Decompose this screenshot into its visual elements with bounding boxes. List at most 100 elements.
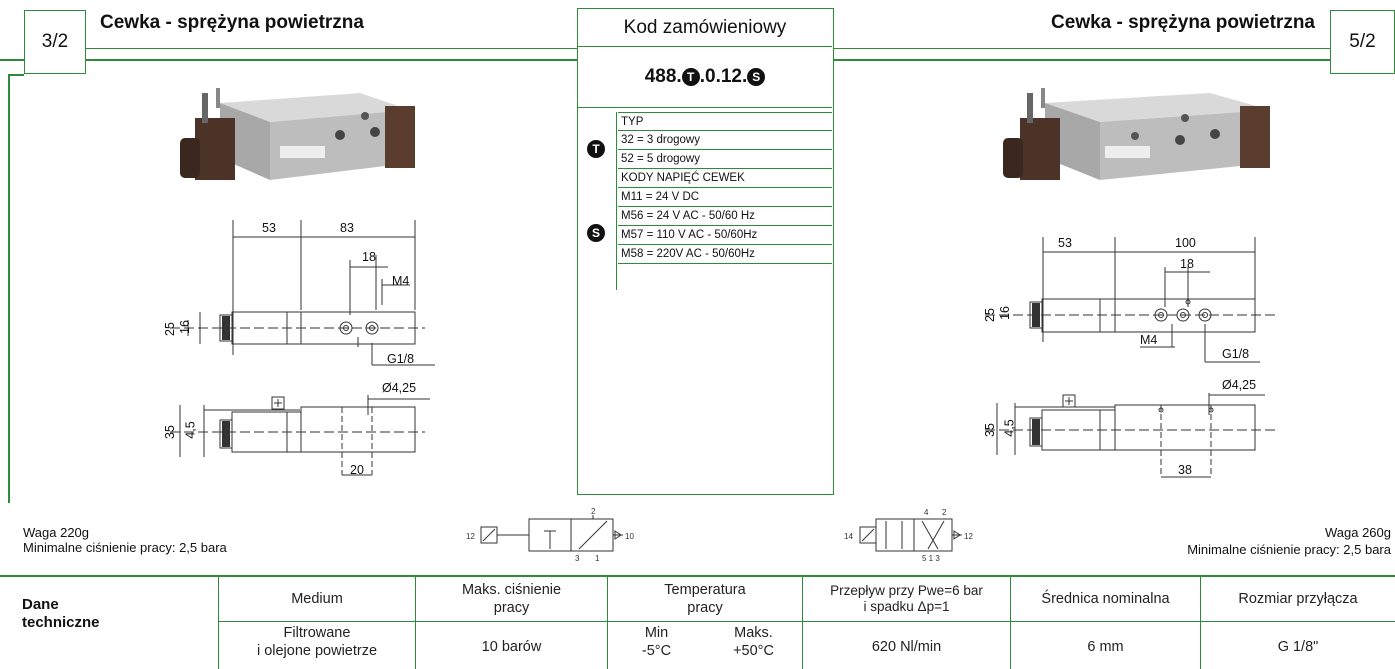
- value-medium: Filtrowane i olejone powietrze: [219, 624, 415, 669]
- dim-label: G1/8: [387, 352, 415, 366]
- dim-label: 16: [177, 320, 192, 334]
- ways-badge-left: 3/2: [24, 10, 86, 74]
- type-placeholder-icon: T: [681, 68, 700, 86]
- value-temp-min: Min -5°C: [608, 624, 705, 669]
- header-medium: Medium: [291, 591, 343, 607]
- tech-label-line: techniczne: [22, 614, 100, 631]
- dim-label: 100: [1175, 236, 1196, 250]
- table-col-rule: [1200, 575, 1201, 669]
- value-line: -5°C: [641, 643, 672, 659]
- dim-label: 83: [340, 221, 354, 235]
- port-label: 2: [942, 508, 947, 517]
- weight-left: Waga 220g: [23, 525, 90, 540]
- coil-row: M56 = 24 V AC - 50/60 Hz: [618, 207, 832, 226]
- header-rule-left: [0, 59, 577, 61]
- dim-label: 38: [1178, 463, 1192, 477]
- value-line: Maks.: [734, 625, 773, 641]
- dim-label: 53: [1058, 236, 1072, 250]
- tech-label-line: Dane: [22, 596, 59, 613]
- dim-label: 18: [1180, 257, 1194, 271]
- port-label: 3: [575, 554, 580, 563]
- valve-photo-left: [180, 88, 415, 180]
- table-col-rule: [607, 575, 608, 669]
- ways-badge-right: 5/2: [1330, 10, 1395, 74]
- header-line: Maks. ciśnienie: [461, 582, 562, 598]
- dim-label: 25: [162, 322, 177, 336]
- min-pressure-left: Minimalne ciśnienie pracy: 2,5 bara: [23, 540, 227, 555]
- drawing-side-left: [170, 395, 430, 476]
- header-diameter: Średnica nominalna: [1041, 591, 1170, 607]
- order-code-value: 488.T.0.12.S: [578, 47, 832, 108]
- pneumatic-symbol-5-2: 14 12 4 2 5 1 3: [844, 508, 973, 563]
- table-mid-rule: [218, 621, 1395, 622]
- header-line: pracy: [687, 600, 723, 616]
- drawing-side-right: [985, 393, 1275, 478]
- drawing-top-left: [170, 220, 435, 366]
- value-diameter: 6 mm: [1087, 638, 1124, 655]
- dim-label: M4: [1140, 333, 1158, 347]
- port-label: 10: [625, 532, 634, 541]
- pneumatic-symbol-3-2: 12 10 2 3 1: [466, 507, 634, 563]
- coil-row: M57 = 110 V AC - 50/60Hz: [618, 226, 832, 245]
- port-label: 14: [844, 532, 853, 541]
- header-pressure: Maks. ciśnienie pracy: [416, 577, 607, 621]
- header-rule-left-inner: [86, 48, 577, 49]
- coil-label: KODY NAPIĘĆ CEWEK: [618, 169, 832, 188]
- code-prefix: 488.: [644, 66, 682, 87]
- dim-label: 18: [362, 250, 376, 264]
- weight-right: Waga 260g: [1324, 525, 1391, 540]
- value-flow: 620 Nl/min: [871, 638, 942, 655]
- header-port-size: Rozmiar przyłącza: [1238, 591, 1358, 607]
- valve-photo-right: [1003, 88, 1270, 180]
- type-symbol-icon: T: [587, 140, 605, 158]
- table-col-rule: [1010, 575, 1011, 669]
- typ-row: 32 = 3 drogowy: [618, 131, 832, 150]
- table-col-rule: [802, 575, 803, 669]
- section-title-right: Cewka - sprężyna powietrzna: [1051, 12, 1315, 33]
- value-line: Min: [644, 625, 669, 641]
- header-flow: Przepływ przy Pwe=6 bar i spadku Δp=1: [803, 577, 1010, 621]
- port-label: 1: [595, 554, 600, 563]
- options-divider: [616, 112, 617, 290]
- port-label: 5 1 3: [922, 554, 940, 563]
- dim-label: M4: [392, 274, 410, 288]
- header-line: i spadku Δp=1: [863, 599, 950, 614]
- dim-label: Ø4,25: [1222, 378, 1257, 392]
- section-title-left: Cewka - sprężyna powietrzna: [100, 12, 364, 33]
- port-label: 2: [591, 507, 596, 516]
- drawing-top-right: [985, 237, 1275, 363]
- header-temperature: Temperatura pracy: [608, 577, 802, 621]
- dim-label: 4,5: [183, 421, 198, 439]
- dim-label: 16: [997, 306, 1012, 320]
- tech-data-label: Dane techniczne: [22, 596, 100, 632]
- coil-placeholder-icon: S: [747, 68, 766, 86]
- value-line: +50°C: [733, 643, 774, 659]
- header-line: Temperatura: [664, 582, 746, 598]
- typ-label: TYP: [618, 112, 832, 131]
- ways-label: 3/2: [41, 31, 69, 52]
- value-port-size: G 1/8": [1277, 638, 1319, 655]
- header-rule-right-inner: [833, 48, 1330, 49]
- header-rule-right: [833, 59, 1395, 61]
- header-line: Przepływ przy Pwe=6 bar: [830, 583, 983, 598]
- ways-label: 5/2: [1349, 31, 1376, 52]
- dim-label: 25: [982, 308, 997, 322]
- dim-label: 53: [262, 221, 276, 235]
- port-label: 12: [466, 532, 475, 541]
- value-pressure: 10 barów: [481, 638, 542, 655]
- port-label: 12: [964, 532, 973, 541]
- value-line: i olejone powietrze: [256, 643, 378, 659]
- typ-row: 52 = 5 drogowy: [618, 150, 832, 169]
- port-label: 4: [924, 508, 929, 517]
- code-options-table: T S TYP 32 = 3 drogowy 52 = 5 drogowy KO…: [578, 112, 832, 292]
- value-line: Filtrowane: [283, 625, 351, 641]
- coil-symbol-icon: S: [587, 224, 605, 242]
- order-code-header: Kod zamówieniowy: [578, 9, 832, 47]
- dim-label: G1/8: [1222, 347, 1250, 361]
- header-line: pracy: [493, 600, 530, 616]
- min-pressure-right: Minimalne ciśnienie pracy: 2,5 bara: [1187, 542, 1391, 557]
- dim-label: 4,5: [1002, 419, 1017, 437]
- dim-label: 35: [982, 423, 997, 437]
- value-temp-max: Maks. +50°C: [705, 624, 802, 669]
- coil-row: M58 = 220V AC - 50/60Hz: [618, 245, 832, 264]
